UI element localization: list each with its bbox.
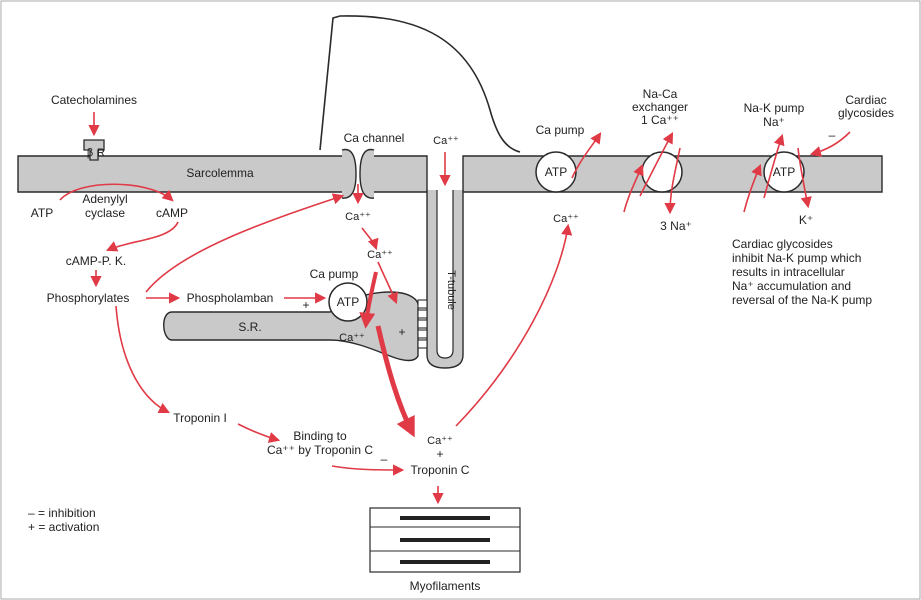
pathway-arrows xyxy=(59,112,851,505)
label-troponin-i: Troponin I xyxy=(173,411,227,425)
label-troponin-c: Troponin C xyxy=(411,463,470,477)
arrow-nak-tick xyxy=(743,163,762,213)
na-ca-exchanger xyxy=(641,151,683,193)
glyc-note-2: inhibit Na-K pump which xyxy=(732,251,861,265)
label-plus-troponin: + xyxy=(436,447,443,461)
arrow-troponin-ca-out xyxy=(455,223,573,427)
glyc-note-5: reversal of the Na-K pump xyxy=(732,293,872,307)
arrow-ca-to-ca2 xyxy=(361,227,379,251)
label-naca-3: 1 Ca⁺⁺ xyxy=(641,113,679,127)
label-three-na: 3 Na⁺ xyxy=(660,219,692,233)
label-ca-channel-in: Ca⁺⁺ xyxy=(345,211,371,223)
label-ca-channel-in2: Ca⁺⁺ xyxy=(367,249,393,261)
arrow-binding-tropc xyxy=(331,464,405,476)
arrow-tropi-binding xyxy=(237,423,281,443)
sarcolemma-ca-pump xyxy=(535,151,577,193)
arrow-capump-out xyxy=(571,132,602,179)
arrow-naca-out xyxy=(664,147,681,215)
arrow-phos-tropi xyxy=(115,305,171,414)
label-sarcolemma: Sarcolemma xyxy=(186,166,254,180)
label-cardiac-1: Cardiac xyxy=(845,93,886,107)
arrow-ca2-sr xyxy=(377,261,398,305)
label-phospholamban: Phospholamban xyxy=(187,291,274,305)
label-phosphorylates: Phosphorylates xyxy=(47,291,130,305)
label-naca-2: exchanger xyxy=(632,100,688,114)
arrow-naca-in xyxy=(639,132,674,197)
glyc-note-1: Cardiac glycosides xyxy=(732,237,833,251)
arrow-sr-release-1 xyxy=(359,271,378,329)
label-sr: S.R. xyxy=(238,320,261,334)
label-ca-ttubule: Ca⁺⁺ xyxy=(433,135,459,147)
glyc-note-4: Na⁺ accumulation and xyxy=(732,279,851,293)
arrow-nak-k-in xyxy=(797,147,812,209)
label-ca-pump-sr: Ca pump xyxy=(310,267,359,281)
label-cyclase: cyclase xyxy=(85,206,125,220)
ca-channel xyxy=(341,148,375,199)
label-binding-1: Binding to xyxy=(293,429,347,443)
label-beta: β xyxy=(87,147,93,159)
arrow-glycosides xyxy=(809,131,851,157)
t-tubule-lumen xyxy=(436,190,454,359)
legend-activation: + = activation xyxy=(28,520,99,534)
label-myofilaments: Myofilaments xyxy=(410,579,481,593)
junctional-feet xyxy=(417,299,428,349)
label-camp-pk: cAMP-P. K. xyxy=(66,254,126,268)
label-plus-sr: + xyxy=(398,325,405,339)
label-cardiac-2: glycosides xyxy=(838,106,894,120)
label-binding-2: Ca⁺⁺ by Troponin C xyxy=(267,443,373,457)
label-k-plus: K⁺ xyxy=(799,213,813,227)
label-atp-nak: ATP xyxy=(773,165,795,179)
beta-receptor xyxy=(83,139,105,161)
label-nak-1: Na-K pump xyxy=(744,101,805,115)
arrow-sr-release-2 xyxy=(375,325,415,438)
arrow-camp-campk xyxy=(105,221,179,252)
sr-ca-pump xyxy=(328,282,368,322)
label-minus-binding: – xyxy=(381,452,388,466)
label-ca-channel: Ca channel xyxy=(344,131,405,145)
label-adenylyl: Adenylyl xyxy=(82,192,127,206)
label-nak-2: Na⁺ xyxy=(763,115,785,129)
label-catecholamines: Catecholamines xyxy=(51,93,137,107)
action-potential-curve xyxy=(319,15,521,153)
label-minus-glycosides: – xyxy=(829,128,836,142)
arrow-atp-camp xyxy=(59,183,174,202)
label-ca-pump-out: Ca⁺⁺ xyxy=(553,213,579,225)
legend-inhibition: – = inhibition xyxy=(28,506,96,520)
arrow-phos-cachannel xyxy=(145,193,345,293)
label-atp-sr: ATP xyxy=(337,295,359,309)
label-receptor: R xyxy=(97,147,105,159)
label-atp-sarc: ATP xyxy=(545,165,567,179)
label-t-tubule: T-tubule xyxy=(445,270,457,310)
arrow-nak-na-out xyxy=(763,133,785,199)
label-ca-sr: Ca⁺⁺ xyxy=(339,332,365,344)
label-atp-left: ATP xyxy=(31,206,53,220)
label-naca-1: Na-Ca xyxy=(643,87,678,101)
arrow-naca-tick xyxy=(623,163,644,213)
label-ca-pump-sarc: Ca pump xyxy=(536,123,585,137)
label-plus-phospholamban: + xyxy=(302,298,309,312)
glyc-note-3: results in intracellular xyxy=(732,265,845,279)
label-camp: cAMP xyxy=(156,206,188,220)
label-ca-troponin: Ca⁺⁺ xyxy=(427,435,453,447)
myofilaments-block xyxy=(369,507,521,573)
